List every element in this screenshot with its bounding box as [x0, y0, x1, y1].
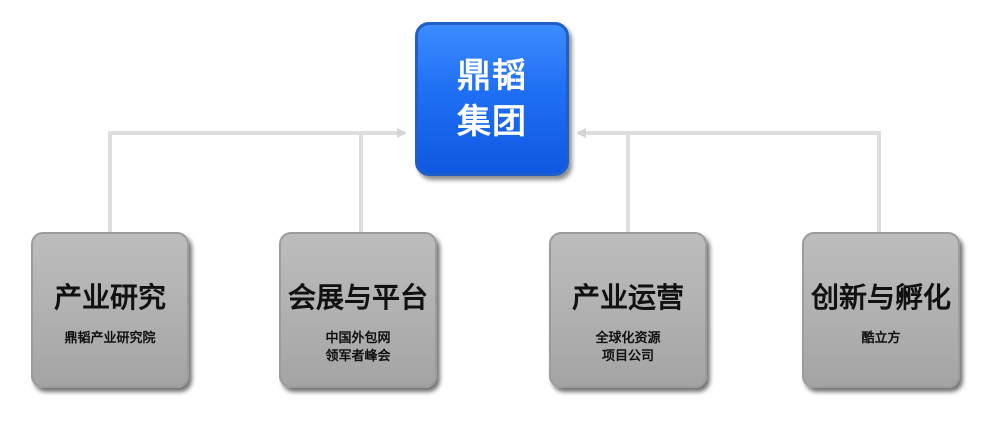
node-industry-operation: 产业运营 全球化资源 项目公司 — [549, 232, 707, 388]
node-innovation-incubation: 创新与孵化 酷立方 — [802, 232, 960, 388]
node-title: 产业研究 — [53, 281, 166, 314]
connector-line-innovation — [576, 128, 881, 232]
node-subtitle-line: 中国外包网 — [325, 331, 391, 346]
node-subtitle: 鼎韬产业研究院 — [33, 330, 187, 348]
node-subtitle: 中国外包网 领军者峰会 — [281, 330, 435, 366]
root-label-line-2: 集团 — [457, 102, 527, 142]
node-industry-research: 产业研究 鼎韬产业研究院 — [31, 232, 189, 388]
connector-line-research — [108, 128, 407, 232]
node-title: 产业运营 — [571, 281, 684, 314]
node-subtitle-line: 项目公司 — [601, 349, 654, 364]
node-exhibition-platform: 会展与平台 中国外包网 领军者峰会 — [279, 232, 437, 388]
node-subtitle-line: 全球化资源 — [595, 331, 661, 346]
node-subtitle-line: 领军者峰会 — [325, 349, 391, 364]
node-title: 创新与孵化 — [810, 281, 951, 314]
node-subtitle-line: 鼎韬产业研究院 — [64, 331, 156, 346]
root-label-line-1: 鼎韬 — [457, 56, 527, 96]
node-subtitle: 全球化资源 项目公司 — [551, 330, 705, 366]
root-node-dingtao-group: 鼎韬 集团 — [415, 22, 569, 176]
node-subtitle-line: 酷立方 — [861, 331, 901, 346]
node-subtitle: 酷立方 — [804, 330, 958, 348]
node-title: 会展与平台 — [287, 281, 428, 314]
